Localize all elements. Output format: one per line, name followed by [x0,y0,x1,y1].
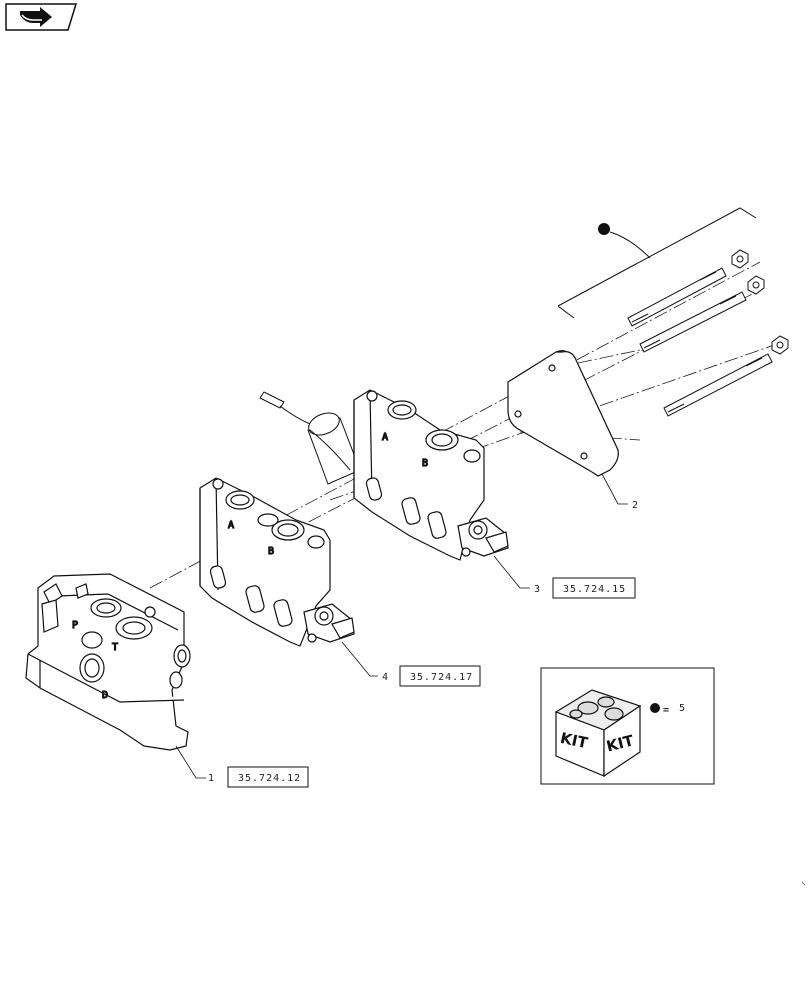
nut-icon [747,275,765,295]
nut-icon [771,335,789,355]
ref-box-3 [552,577,636,599]
callout-3: 3 35.724.15 [534,577,636,599]
kit-legend: KIT KIT = 5 [540,667,715,785]
tie-rod-1 [627,249,749,327]
port-label-p: P [72,620,78,631]
next-page-arrow-icon [20,7,52,27]
port-label-a: A [382,432,388,443]
port-label-a2: A [228,520,234,531]
corner-mark [801,881,806,886]
port-label-d: D [102,690,108,701]
kit-equals-sign: = [663,705,669,716]
leader-lines [175,473,628,779]
valve-section-3: A B [353,389,509,561]
tie-rod-3 [663,335,789,417]
ref-box-1 [227,766,309,788]
port-label-b: B [422,458,428,469]
valve-section-4: A B [199,477,355,647]
kit-box-icon: KIT KIT [554,689,642,778]
port-label-b2: B [268,546,274,557]
ref-link-4[interactable]: 35.724.17 [410,672,473,683]
callout-number-3: 3 [534,584,540,595]
inlet-section: P T D [25,573,191,751]
callout-4: 4 35.724.17 [382,665,481,687]
kit-bracket [557,207,757,319]
end-plate [507,350,619,477]
kit-item-number: 5 [679,703,685,714]
ref-box-4 [399,665,481,687]
next-page-button[interactable] [5,3,78,31]
callout-2: 2 [632,500,638,511]
solenoid [259,391,361,485]
ref-link-1[interactable]: 35.724.12 [238,773,301,784]
callout-number-2: 2 [632,500,638,511]
kit-bullet-icon [598,223,610,235]
kit-bullet-icon [650,703,660,713]
port-label-t: T [112,642,118,653]
callout-1: 1 35.724.12 [208,766,309,788]
callout-number-4: 4 [382,672,388,683]
ref-link-3[interactable]: 35.724.15 [563,584,626,595]
tie-rod-2 [639,275,765,353]
callout-number-1: 1 [208,773,214,784]
nut-icon [731,249,749,269]
kit-label-left: KIT [559,729,590,752]
tie-rods [627,249,789,417]
